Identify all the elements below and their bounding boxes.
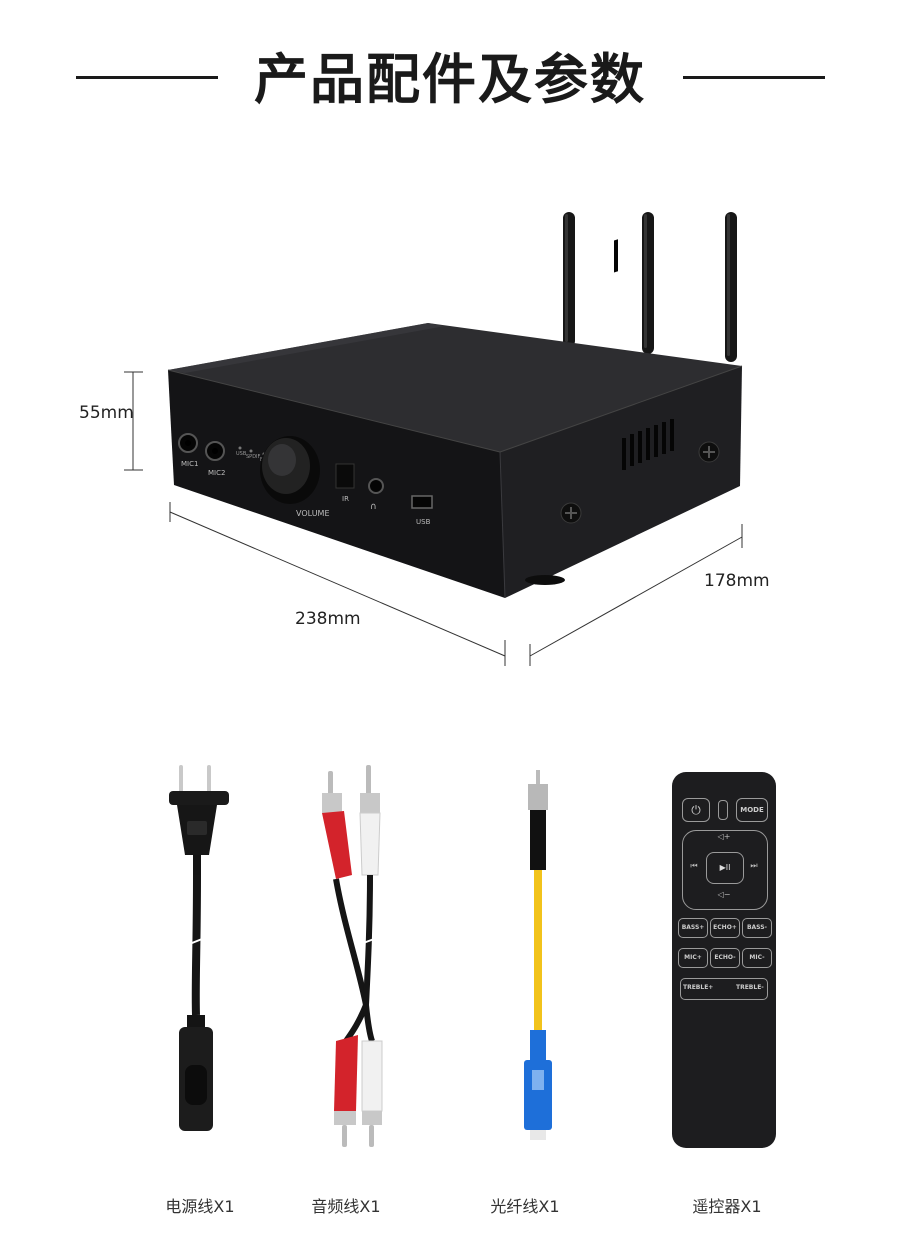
headphone-icon: ∩: [370, 502, 377, 512]
remote-treble-up: TREBLE+: [683, 984, 714, 991]
antennas: [563, 212, 737, 362]
remote-treble-bar: [680, 978, 768, 1000]
remote-treble-down: TREBLE-: [736, 984, 764, 991]
remote-bass-up: BASS+: [678, 918, 708, 938]
remote-vol-down: ◁−: [717, 890, 731, 899]
side-screws: [560, 441, 720, 524]
rca-cable-icon: [322, 765, 383, 1147]
antenna-2: [642, 212, 654, 354]
mic1-label: MIC1: [181, 460, 198, 468]
remote-vol-up: ◁+: [717, 832, 731, 841]
dimension-lines: [124, 371, 743, 666]
fiber-cable-icon: [524, 770, 552, 1140]
led-spdif-label: SPDIF: [246, 454, 261, 460]
remote-echo-down: ECHO-: [710, 948, 740, 968]
remote-mic-up: MIC+: [678, 948, 708, 968]
led-usb-label: USB: [236, 451, 247, 457]
mic2-label: MIC2: [208, 469, 225, 477]
height-label: 55mm: [79, 403, 134, 423]
antenna-1: [563, 212, 575, 347]
accessory-label-fiber-cable: 光纤线X1: [490, 1197, 560, 1216]
remote-dpad: [682, 830, 768, 910]
accessory-label-remote: 遥控器X1: [692, 1197, 762, 1216]
remote-echo-up: ECHO+: [710, 918, 740, 938]
remote-play: ▶II: [706, 852, 744, 884]
mic-jacks: [178, 433, 225, 461]
usb-port: [411, 495, 433, 509]
remote-mode-button: MODE: [736, 798, 768, 822]
power-cord-icon: [169, 765, 229, 1131]
remote-bass-down: BASS-: [742, 918, 772, 938]
remote-center-slot: [718, 800, 728, 820]
title-rule-right: [683, 76, 825, 79]
page-title: 产品配件及参数: [254, 48, 646, 111]
ir-label: IR: [342, 495, 349, 503]
side-vents: [614, 239, 674, 470]
width-label: 238mm: [295, 609, 361, 629]
usb-label: USB: [416, 518, 431, 526]
device-side: [500, 366, 742, 598]
remote-mic-down: MIC-: [742, 948, 772, 968]
title-rule-left: [76, 76, 218, 79]
depth-label: 178mm: [704, 571, 770, 591]
accessory-label-audio-cable: 音频线X1: [311, 1197, 381, 1216]
device-illustration: MIC1 MIC2 USB SPDIF BT VOLUME IR ∩ USB: [124, 212, 743, 666]
remote-control-icon: ⏻ MODE ◁+ ⏮ ▶II ⏭ ◁− BASS+ ECHO+ BASS- M…: [672, 772, 776, 1148]
antenna-3: [725, 212, 737, 362]
volume-label: VOLUME: [296, 509, 330, 518]
accessory-label-power-cord: 电源线X1: [165, 1197, 235, 1216]
remote-power-button: ⏻: [682, 798, 710, 822]
device-top: [168, 323, 742, 452]
volume-knob: [260, 436, 320, 504]
remote-next: ⏭: [750, 861, 758, 870]
remote-prev: ⏮: [690, 861, 698, 870]
